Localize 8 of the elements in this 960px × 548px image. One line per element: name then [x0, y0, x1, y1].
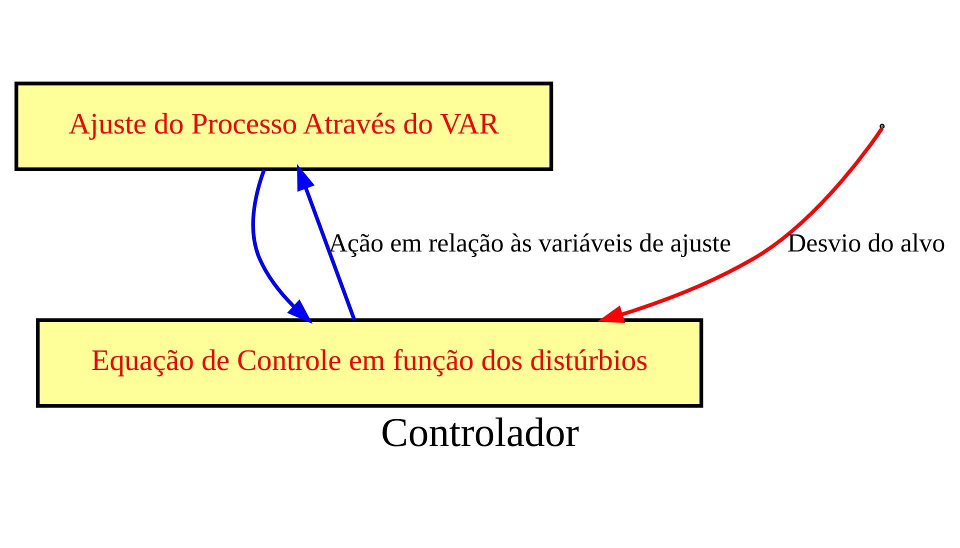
arrow: [297, 164, 356, 320]
arrow: [597, 126, 884, 322]
node-box: Equação de Controle em função dos distúrbios: [36, 318, 704, 408]
edge-label: Ação em relação às variáveis de ajuste: [328, 228, 732, 258]
arrow: [251, 168, 313, 324]
node-box: Ajuste do Processo Através do VAR: [14, 81, 554, 171]
caption: Controlador: [380, 408, 580, 455]
edge-label: Desvio do alvo: [787, 228, 946, 258]
